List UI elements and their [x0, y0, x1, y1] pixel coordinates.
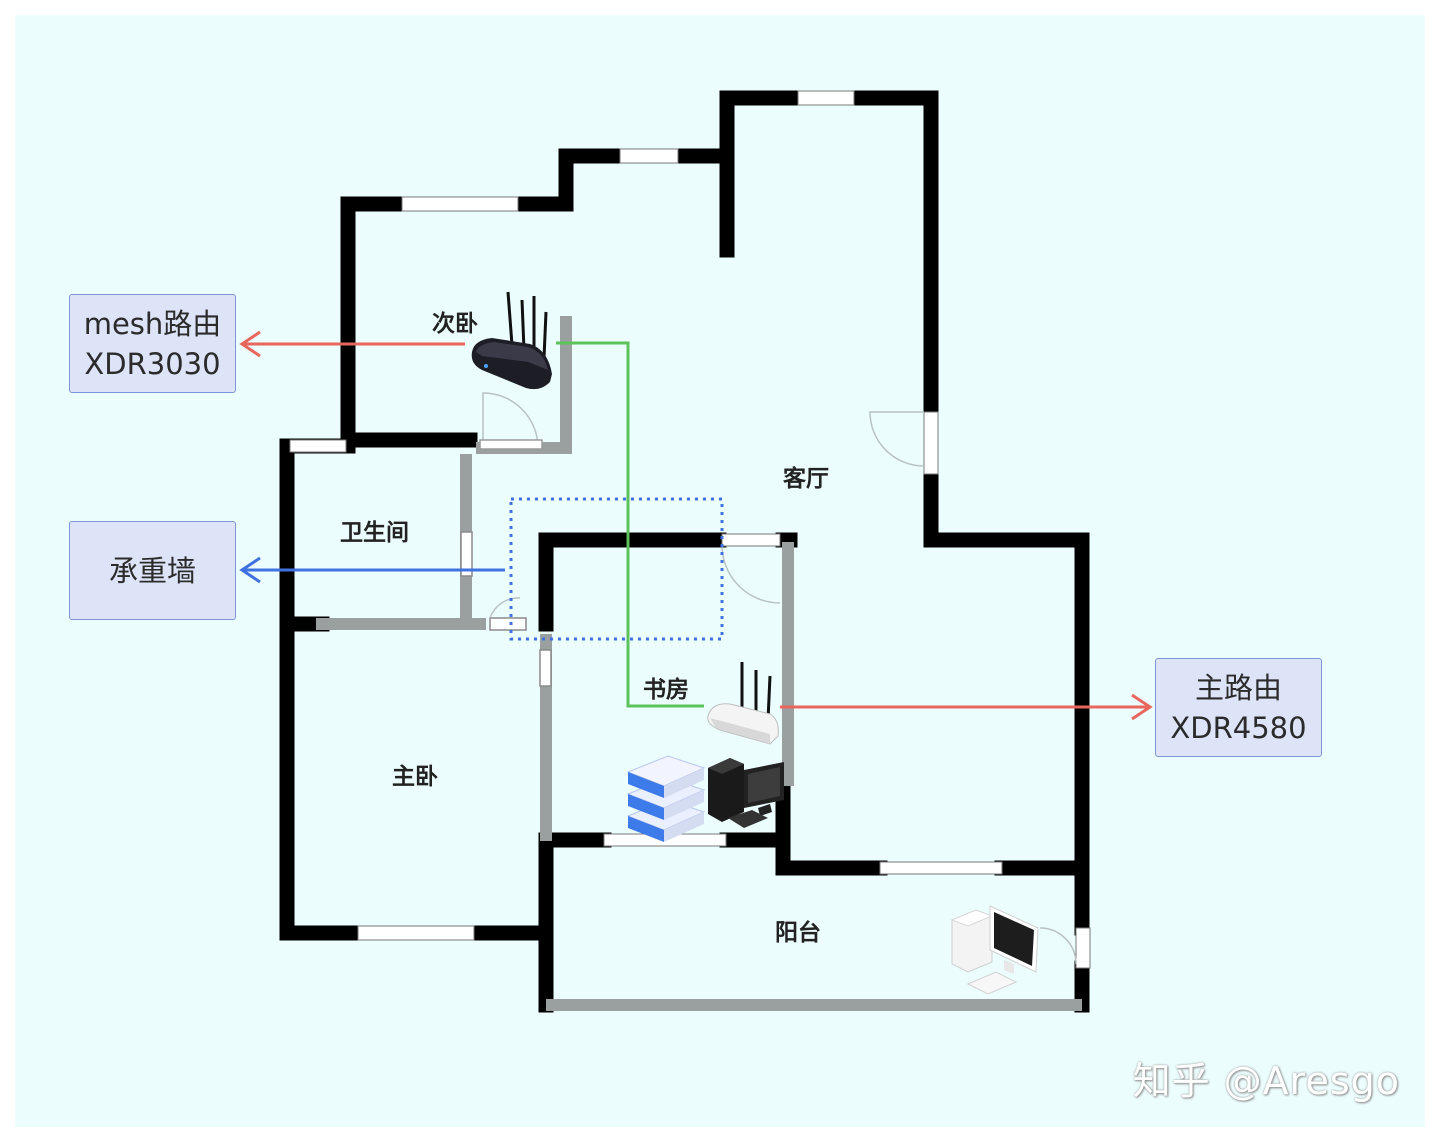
white-router-icon: [707, 662, 779, 745]
main-router-callout-line1: 主路由: [1194, 670, 1282, 705]
window: [879, 861, 1003, 875]
window: [401, 196, 519, 212]
window: [923, 411, 939, 475]
room-label-second-bedroom: 次卧: [432, 311, 478, 337]
main-router-callout: 主路由 XDR4580: [1155, 658, 1322, 757]
desktop-computer-icon: [708, 758, 784, 828]
watermark: 知乎 @Aresgo: [1132, 1059, 1400, 1103]
interior-partitions: [316, 316, 1082, 1011]
black-router-icon: [471, 291, 552, 390]
window: [357, 925, 475, 941]
room-label-balcony: 阳台: [775, 920, 821, 946]
desktop-computer-icon: [950, 905, 1039, 995]
door-swings: [460, 392, 1077, 965]
window: [1075, 927, 1091, 969]
room-label-master-bedroom: 主卧: [392, 764, 438, 790]
main-router-callout-line2: XDR4580: [1170, 710, 1307, 745]
room-label-living-room: 客厅: [783, 466, 829, 492]
room-label-study: 书房: [643, 677, 689, 703]
mesh-router-arrow: [239, 330, 465, 358]
load-bearing-wall-arrow: [239, 556, 505, 584]
mesh-router-callout: mesh路由 XDR3030: [69, 294, 236, 393]
ethernet-cable-line: [556, 341, 704, 708]
window: [619, 148, 679, 164]
room-label-bathroom: 卫生间: [340, 520, 409, 546]
window: [289, 439, 347, 453]
mesh-router-callout-line2: XDR3030: [84, 346, 221, 381]
mesh-router-callout-line1: mesh路由: [83, 306, 222, 341]
load-bearing-wall-callout-text: 承重墙: [108, 553, 196, 588]
window: [797, 90, 855, 106]
server-stack-icon: [626, 755, 706, 842]
windows: [289, 90, 1091, 969]
main-router-arrow: [780, 693, 1153, 721]
load-bearing-wall-callout: 承重墙: [69, 521, 236, 620]
load-bearing-wall-highlight: [509, 497, 724, 641]
window: [721, 533, 781, 547]
